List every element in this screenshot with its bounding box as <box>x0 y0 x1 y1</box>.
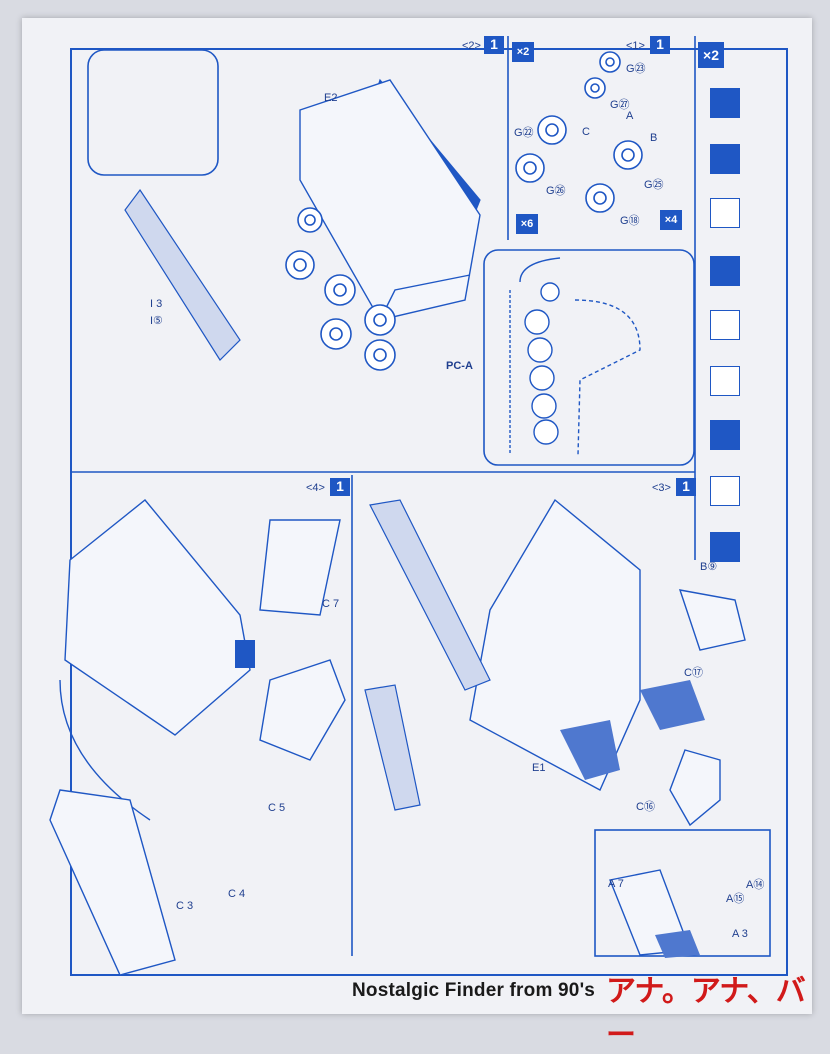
line-art <box>49 36 771 976</box>
part-label-i5: I⑤ <box>150 315 163 327</box>
press-arrows-icon <box>710 420 740 450</box>
part-label-i3: I 3 <box>150 298 163 310</box>
watermark-nostalgic-finder: Nostalgic Finder from 90's <box>352 980 596 1001</box>
part-label-c7: C 7 <box>322 598 340 610</box>
step-sub-4: <4> <box>306 482 325 494</box>
part-label-c3: C 3 <box>176 900 194 912</box>
step-sub-3: <3> <box>652 482 671 494</box>
part-label-g26: G㉖ <box>546 185 566 197</box>
dot-circle-icon <box>710 476 740 506</box>
part-label-g27: G㉗ <box>610 99 630 111</box>
knife-icon <box>710 366 740 396</box>
part-label-c5: C 5 <box>268 802 286 814</box>
part-label-a14: A⑭ <box>746 879 765 891</box>
step-sub-1: <1> <box>626 40 645 52</box>
part-label-a15: A⑮ <box>726 893 745 905</box>
multiplier-x2-top: ×2 <box>698 42 724 68</box>
cut-icon <box>710 256 740 286</box>
part-label-g23: G㉓ <box>626 63 646 75</box>
flip-arrows-icon <box>710 88 740 118</box>
part-label-c17: C⑰ <box>684 667 703 679</box>
part-label-a7: A 7 <box>608 878 624 890</box>
part-label-a: A <box>626 110 634 122</box>
part-label-g25: G㉕ <box>644 179 664 191</box>
part-label-e1: E1 <box>532 762 546 774</box>
multiplier-x6: ×6 <box>516 214 538 234</box>
part-label-b9: B⑨ <box>700 561 718 573</box>
part-label-c: C <box>582 126 590 138</box>
bend-icon <box>710 532 740 562</box>
step-number-4: 1 <box>330 478 350 496</box>
nipper-icon <box>710 310 740 340</box>
track-chain-mid <box>364 499 491 811</box>
sheet-border <box>70 48 788 976</box>
watermark-logo-text: アナ。アナ、バー <box>606 975 806 1052</box>
part-label-a3: A 3 <box>732 928 748 940</box>
circle-hole-icon <box>710 198 740 228</box>
part-label-g22: G㉒ <box>514 127 534 139</box>
step-number-2: 1 <box>484 36 504 54</box>
part-label-b: B <box>650 132 658 144</box>
part-label-c4: C 4 <box>228 888 246 900</box>
part-label-e2: E2 <box>324 92 338 104</box>
part-label-pca: PC-A <box>446 360 473 372</box>
exclamation-icon <box>710 144 740 174</box>
part-label-c16: C⑯ <box>636 801 655 813</box>
step-number-3: 1 <box>676 478 696 496</box>
step-sub-2: <2> <box>462 40 481 52</box>
part-label-g18: G⑱ <box>620 215 640 227</box>
multiplier-x2-box: ×2 <box>512 42 534 62</box>
step-number-1: 1 <box>650 36 670 54</box>
multiplier-x4: ×4 <box>660 210 682 230</box>
